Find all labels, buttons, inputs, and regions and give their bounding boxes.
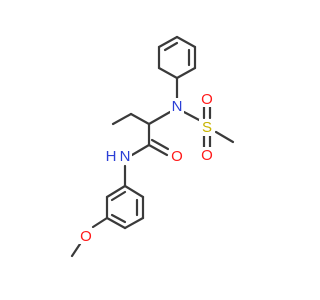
atom-label-n-sulfonamide: N xyxy=(172,98,183,115)
structure-diagram: N S O O O N H O xyxy=(70,35,235,258)
atom-label-o-top: O xyxy=(201,91,213,108)
bond-n-alpha xyxy=(147,110,172,126)
sulfonyl-double-bonds xyxy=(202,104,212,150)
atom-label-o-carbonyl: O xyxy=(171,148,183,165)
atom-label-o-methoxy: O xyxy=(80,228,92,245)
bond-ch2-ch3 xyxy=(111,112,133,126)
atom-o-carbonyl: O xyxy=(169,148,185,165)
atom-label-n-amide: N xyxy=(120,148,131,165)
bond-carbonyl-nh xyxy=(130,143,151,157)
phenyl-ring-bottom xyxy=(105,184,145,230)
bond-ring-ome xyxy=(91,216,109,229)
atom-label-s: S xyxy=(202,119,212,136)
molecule-canvas: N S O O O N H O xyxy=(70,35,235,258)
atom-n-amide: N H xyxy=(106,148,132,165)
bond-o-methyl xyxy=(70,242,82,258)
bond-s-methyl xyxy=(214,130,235,144)
atom-o-methoxy: O xyxy=(78,228,94,245)
carbonyl-double-bond xyxy=(147,138,170,157)
atom-o-sulfonyl-bottom: O xyxy=(199,147,215,164)
atom-n-sulfonamide: N xyxy=(170,98,184,115)
atom-o-sulfonyl-top: O xyxy=(199,91,215,108)
phenyl-ring-top xyxy=(157,35,197,80)
atom-s-sulfonyl: S xyxy=(199,119,215,136)
atom-label-o-bottom: O xyxy=(201,147,213,164)
bond-alpha-ch2 xyxy=(129,112,151,126)
atom-label-h-amide: H xyxy=(106,148,117,165)
bond-n-s xyxy=(182,110,203,123)
